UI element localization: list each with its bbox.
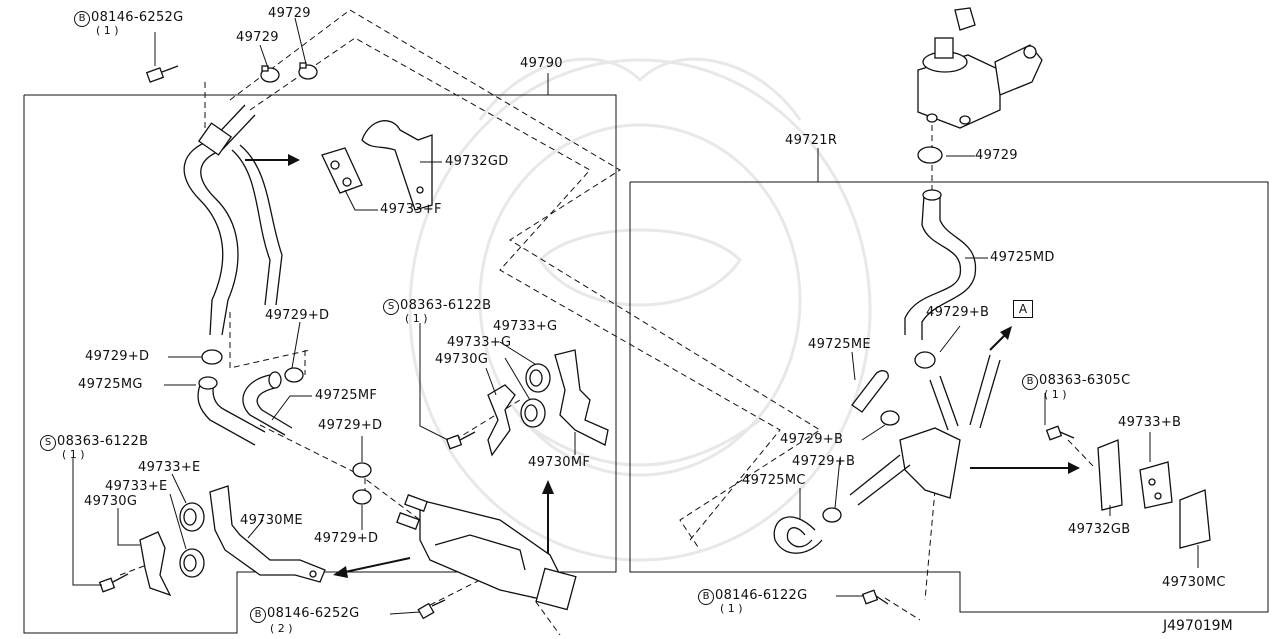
part-label-49733E-b[interactable]: 49733+E	[105, 479, 168, 494]
hose-49725ME	[851, 370, 889, 413]
callout-A-box[interactable]: A	[1013, 300, 1033, 318]
part-label-49732GD[interactable]: 49732GD	[445, 154, 509, 169]
part-label-49729B-a[interactable]: 49729+B	[926, 305, 990, 320]
part-label-49730MC[interactable]: 49730MC	[1162, 575, 1226, 590]
part-label-49729D-d[interactable]: 49729+D	[314, 531, 379, 546]
part-label-49730ME[interactable]: 49730ME	[240, 513, 303, 528]
bolt-prefix-circle-6305C: B	[1022, 374, 1038, 390]
part-label-49730G-mid[interactable]: 49730G	[435, 352, 489, 367]
hose-49725MF	[242, 374, 293, 436]
bolt-08363-6305C	[1045, 425, 1075, 441]
part-label-49725MC[interactable]: 49725MC	[742, 473, 806, 488]
hose-49725MG	[197, 379, 266, 446]
pipe-assembly-right	[849, 354, 1001, 506]
part-label-49729D-b[interactable]: 49729+D	[265, 308, 330, 323]
arrow-to-A	[989, 326, 1012, 351]
qty-08363-6122B-mid: ( 1 )	[405, 312, 428, 325]
bolt-prefix-circle: B	[74, 11, 90, 27]
diagram-id: J497019M	[1163, 618, 1233, 634]
grommet-49733G-a	[525, 363, 551, 393]
clamp-49729D-d	[352, 489, 372, 505]
part-label-49725ME[interactable]: 49725ME	[808, 337, 871, 352]
part-label-49729B-b[interactable]: 49729+B	[780, 432, 844, 447]
part-label-49725MF[interactable]: 49725MF	[315, 388, 378, 403]
part-label-49733G-a[interactable]: 49733+G	[493, 319, 558, 334]
hose-49725MC	[773, 516, 823, 554]
part-label-49729D-a[interactable]: 49729+D	[85, 349, 150, 364]
part-label-08363-6122B-mid[interactable]: 08363-6122B	[400, 298, 492, 313]
part-label-49790[interactable]: 49790	[520, 56, 563, 71]
part-label-49733F[interactable]: 49733+F	[380, 202, 442, 217]
arrow-to-49730ME	[333, 557, 411, 578]
clamp-49729D-a	[201, 349, 223, 365]
part-label-49725MD[interactable]: 49725MD	[990, 250, 1055, 265]
part-label-49729-b[interactable]: 49729	[268, 6, 311, 21]
part-label-49729D-c[interactable]: 49729+D	[318, 418, 383, 433]
bracket-49732GD	[361, 120, 433, 211]
bracket-49730G-mid	[487, 384, 516, 457]
bolt-08363-6122B-left	[98, 573, 129, 593]
part-label-08146-6252G-top[interactable]: 08146-6252G	[91, 10, 184, 25]
grommet-49733F	[321, 147, 363, 194]
reservoir-tank	[917, 7, 1043, 129]
clamp-49729D-b	[284, 367, 304, 383]
bracket-49730MF	[554, 349, 609, 446]
arrow-to-49732GB	[970, 462, 1080, 474]
frame-49721R	[629, 181, 1269, 613]
part-label-49730MF[interactable]: 49730MF	[528, 455, 591, 470]
valve-canister	[396, 494, 577, 611]
part-label-08363-6305C[interactable]: 08363-6305C	[1039, 373, 1131, 388]
clamp-49729-b	[298, 62, 318, 80]
clamp-49729-c	[917, 146, 943, 164]
part-label-49721R[interactable]: 49721R	[785, 133, 838, 148]
frame-49790	[23, 94, 617, 634]
part-label-08146-6122G[interactable]: 08146-6122G	[715, 588, 808, 603]
grommet-49733B	[1139, 461, 1173, 509]
clamp-49729D-c	[352, 462, 372, 478]
part-label-49725MG[interactable]: 49725MG	[78, 377, 143, 392]
bolt-08363-6122B-mid	[445, 431, 476, 450]
clamp-49729B-c	[822, 507, 842, 523]
qty-08363-6122B-left: ( 1 )	[62, 448, 85, 461]
screw-prefix-circle-mid: S	[383, 299, 399, 315]
part-label-08363-6122B-left[interactable]: 08363-6122B	[57, 434, 149, 449]
arrow-to-49732GD	[245, 154, 300, 166]
arrow-up-49730MF	[542, 480, 554, 555]
bracket-49730ME	[209, 485, 326, 583]
part-label-49729-c[interactable]: 49729	[975, 148, 1018, 163]
clamp-49729-a	[260, 65, 280, 83]
qty-08146-6122G: ( 1 )	[720, 602, 743, 615]
part-label-49733G-b[interactable]: 49733+G	[447, 335, 512, 350]
part-label-49730G-left[interactable]: 49730G	[84, 494, 138, 509]
grommet-49733E-b	[179, 548, 205, 578]
clamp-49729B-b	[880, 410, 900, 426]
bolt-08146-6252G-top	[145, 65, 179, 83]
bolt-prefix-circle-bottom: B	[250, 607, 266, 623]
part-label-49729B-c[interactable]: 49729+B	[792, 454, 856, 469]
part-label-49729-a[interactable]: 49729	[236, 30, 279, 45]
bracket-49730G-left	[139, 531, 172, 597]
part-label-49733B[interactable]: 49733+B	[1118, 415, 1182, 430]
leader-lines	[72, 17, 1199, 615]
qty-08146-6252G-top: ( 1 )	[96, 24, 119, 37]
qty-08363-6305C: ( 1 )	[1044, 388, 1067, 401]
watermark-emblem	[408, 57, 872, 562]
bolt-08146-6122G	[861, 589, 889, 605]
qty-08146-6252G-bottom: ( 2 )	[270, 622, 293, 635]
hose-assembly-left	[183, 104, 283, 336]
hose-49725MD	[904, 194, 977, 340]
bracket-49732GB	[1097, 439, 1123, 511]
grommet-49733G-b	[520, 398, 546, 428]
part-label-49732GB[interactable]: 49732GB	[1068, 522, 1131, 537]
bracket-49730MC	[1179, 489, 1211, 549]
part-label-49733E-a[interactable]: 49733+E	[138, 460, 201, 475]
clamp-49729B-a	[914, 351, 936, 369]
screw-prefix-circle-left: S	[40, 435, 56, 451]
part-label-08146-6252G-bottom[interactable]: 08146-6252G	[267, 606, 360, 621]
bolt-prefix-circle-6122G: B	[698, 589, 714, 605]
grommet-49733E-a	[179, 502, 205, 532]
bolt-08146-6252G-bottom	[417, 599, 446, 620]
